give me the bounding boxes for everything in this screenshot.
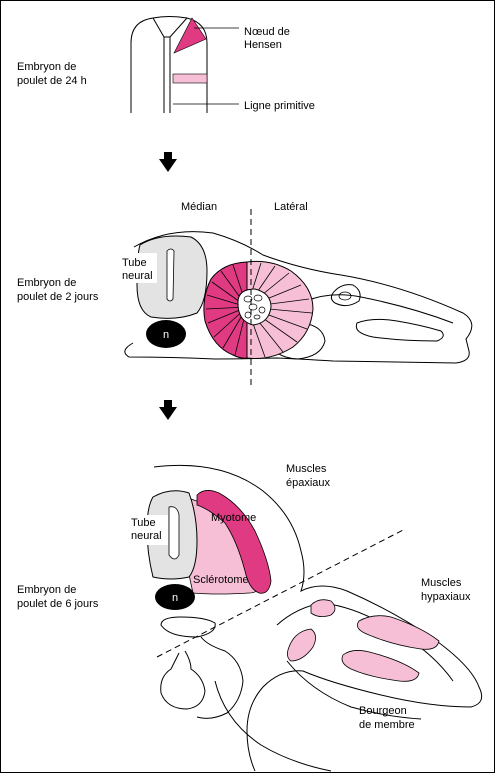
embryo-6d-outline — [153, 464, 483, 772]
notochord-2d — [146, 320, 186, 348]
limb-bud-label-line1: Bourgeon — [359, 705, 407, 717]
somitocoel-cells — [243, 294, 266, 320]
neural-canal-2d — [166, 248, 175, 302]
notochord-6d-label: n — [172, 592, 178, 604]
embryo-24h-outline — [130, 16, 208, 113]
down-arrow — [159, 152, 177, 172]
gut-loop — [160, 650, 206, 710]
myotome — [196, 490, 272, 594]
median-label: Médian — [181, 201, 217, 213]
neural-tube-2d-label-line2: neural — [122, 270, 153, 282]
embryo-24h-head — [152, 17, 188, 38]
hypaxial-label-line1: Muscles — [421, 577, 462, 589]
down-arrow — [159, 400, 177, 420]
neural-tube-2d-label-line1: Tube — [122, 257, 147, 269]
stage-label-24h-line1: Embryon de — [17, 61, 76, 73]
limb-muscle-mass-2 — [341, 650, 420, 682]
hensen-label-line2: Hensen — [244, 39, 282, 51]
lateral-label: Latéral — [274, 201, 308, 213]
body-wall — [276, 602, 454, 682]
notochord-2d-label: n — [163, 329, 169, 341]
neural-tube-6d-label-line1: Tube — [131, 517, 156, 529]
nephric-structure — [330, 284, 361, 307]
notochord-6d — [155, 584, 195, 610]
embryo-2d-outline — [124, 231, 473, 364]
lateral-plate-upper — [305, 294, 454, 324]
epaxial-label-line1: Muscles — [286, 463, 327, 475]
epaxial-label-line2: épaxiaux — [286, 477, 331, 489]
limb-bud-base — [286, 660, 422, 720]
panel-6-days: n Embryon de poulet de 6 jours Muscles é… — [17, 463, 483, 772]
gut-tube — [196, 636, 244, 719]
hypaxial-label-line2: hypaxiaux — [421, 591, 471, 603]
stage-label-6d-line1: Embryon de — [17, 584, 76, 596]
neural-canal-6d — [168, 506, 180, 560]
neural-tube-6d-label-line2: neural — [131, 530, 162, 542]
stage-label-2d-line1: Embryon de — [17, 277, 76, 289]
stage-label-2d-line2: poulet de 2 jours — [17, 291, 99, 303]
coelom-line — [214, 680, 332, 772]
primitive-streak-band — [172, 73, 208, 84]
stage-label-6d-line2: poulet de 6 jours — [17, 598, 99, 610]
sclerotome-label: Sclérotome — [193, 574, 249, 586]
hypaxial-mass-1 — [310, 599, 336, 617]
somitocoel — [237, 288, 272, 326]
limb-muscle-mass-1 — [356, 615, 440, 650]
myotome-label: Myotome — [211, 512, 256, 524]
hensen-node — [173, 17, 207, 54]
limb-bud-label-line2: de membre — [359, 719, 415, 731]
stage-label-24h-line2: poulet de 24 h — [17, 75, 87, 87]
hensen-label-line1: Nœud de — [244, 26, 290, 38]
hypaxial-mass-2 — [287, 628, 316, 662]
panel-24h: Embryon de poulet de 24 h Nœud de Hensen… — [17, 16, 315, 113]
panel-2-days: n Embryon de poulet de 2 jours Médian La… — [17, 201, 473, 387]
dorsal-aorta-6d — [160, 616, 216, 638]
somite-medial-half — [203, 261, 248, 359]
lateral-cavity — [355, 318, 444, 342]
epaxial-hypaxial-divider — [156, 528, 406, 658]
primitive-streak-label: Ligne primitive — [244, 100, 315, 112]
